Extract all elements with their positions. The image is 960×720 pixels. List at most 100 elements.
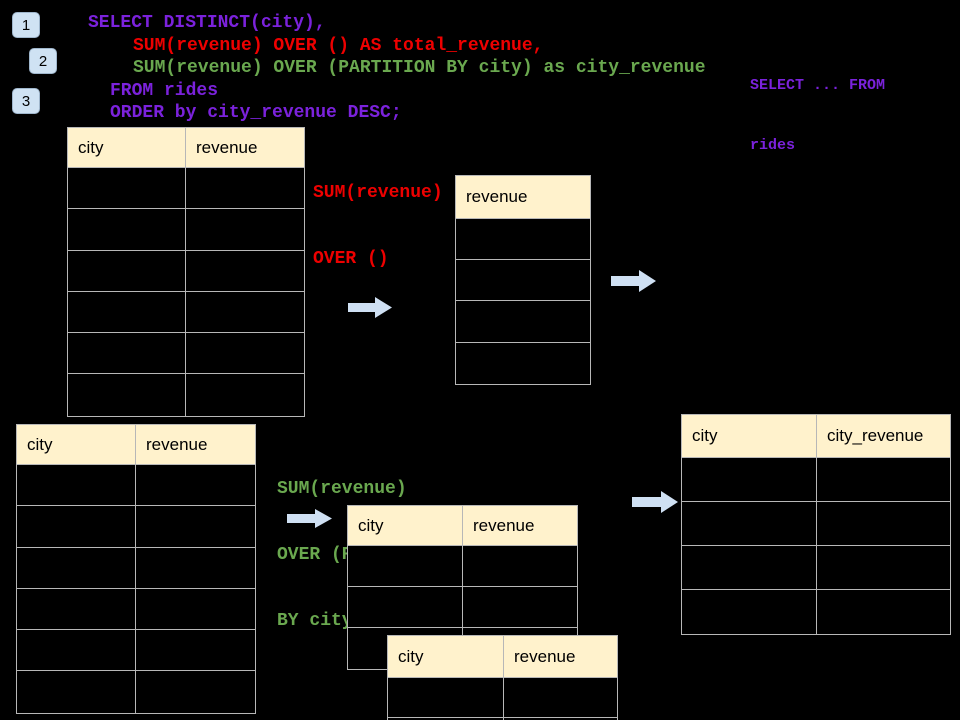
empty-cell [68,250,186,291]
empty-cell [388,678,504,717]
sql-line-total-revenue: SUM(revenue) OVER () AS total_revenue, [133,36,544,56]
empty-cell [68,374,186,416]
sql-line-select: SELECT DISTINCT(city), [88,13,326,33]
side-note-select-from-rides: SELECT ... FROM rides [750,36,885,196]
column-header: revenue [186,128,304,167]
column-header: city_revenue [817,415,950,457]
empty-cell [136,465,255,505]
empty-cell [136,548,255,588]
table-row [68,209,304,251]
empty-cell [17,465,136,506]
right-arrow-icon [287,509,332,528]
column-header: city [17,425,136,464]
annotation-line: SUM(revenue) [313,183,443,203]
empty-cell [682,458,817,501]
table-row [17,547,255,589]
empty-cell [504,678,617,717]
table-row [456,301,590,343]
column-header: city [68,128,186,167]
right-arrow-icon [348,297,392,318]
empty-cell [186,292,304,332]
empty-cell [682,502,817,545]
table-row [388,678,617,718]
empty-cell [817,458,950,501]
empty-cell [17,588,136,630]
empty-cell [17,547,136,588]
sql-line-order-by: ORDER by city_revenue DESC; [110,103,402,123]
empty-cell [186,168,304,208]
empty-cell [68,333,186,374]
empty-cell [136,506,255,546]
table-row [682,546,950,590]
column-header: city [348,506,463,545]
right-arrow-icon [611,270,656,292]
empty-cell [456,260,590,300]
empty-cell [17,671,136,713]
step-badge-3: 3 [12,88,40,114]
table-row [682,590,950,634]
column-header: city [388,636,504,677]
empty-cell [17,506,136,547]
side-note-line: SELECT ... FROM [750,77,886,94]
sql-line-from: FROM rides [110,81,219,101]
empty-cell [17,630,136,671]
empty-cell [456,219,590,259]
table-header-row: revenue [456,176,590,219]
column-header: revenue [456,176,590,218]
annotation-total-revenue: SUM(revenue) OVER () [313,138,443,314]
column-header: revenue [136,425,255,464]
table-row [682,502,950,546]
empty-cell [186,209,304,249]
table-row [388,717,617,720]
empty-cell [136,671,255,712]
table-row [68,291,304,334]
table-row [17,465,255,507]
empty-cell [136,630,255,670]
empty-cell [463,546,577,586]
sql-line-city-revenue: SUM(revenue) OVER (PARTITION BY city) as… [133,58,706,78]
empty-cell [136,589,255,629]
empty-cell [68,209,186,250]
empty-cell [186,333,304,373]
table-total-revenue-result: revenue [455,175,591,385]
table-row [17,671,255,713]
table-row [68,250,304,292]
table-row [17,506,255,548]
annotation-line: SUM(revenue) [277,479,407,499]
empty-cell [348,546,463,586]
empty-cell [456,301,590,341]
empty-cell [682,546,817,589]
table-row [17,588,255,631]
empty-cell [348,587,463,627]
empty-cell [186,374,304,415]
column-header: city [682,415,817,457]
step-badge-1: 1 [12,12,40,38]
table-row [456,219,590,261]
side-note-line: rides [750,137,796,154]
table-row [68,374,304,416]
empty-cell [388,717,504,720]
empty-cell [456,343,590,384]
table-row [68,168,304,210]
empty-cell [68,291,186,333]
table-row [348,587,577,628]
table-row [17,630,255,672]
table-row [348,546,577,587]
empty-cell [817,590,950,634]
right-arrow-icon [632,491,678,513]
empty-cell [463,587,577,627]
table-row [456,343,590,384]
empty-cell [682,590,817,634]
step-badge-2: 2 [29,48,57,74]
empty-cell [817,546,950,589]
empty-cell [68,168,186,209]
annotation-line: OVER () [313,249,389,269]
